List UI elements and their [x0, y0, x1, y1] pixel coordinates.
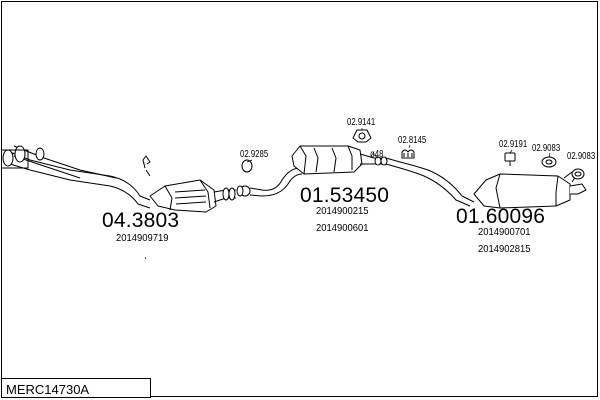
- front-down-pipe: [2, 145, 151, 209]
- intermediate-pipe: [385, 157, 475, 207]
- hanger-bracket: [142, 155, 151, 177]
- hanger-02-9191: [504, 152, 516, 166]
- part-number-front-pipe: 04.3803: [102, 209, 180, 232]
- centre-silencer: [291, 145, 388, 175]
- callout-02-9191: 02.9191: [499, 139, 528, 150]
- ring-02-9083-b: [571, 168, 585, 180]
- callout-02-9083-a: 02.9083: [532, 143, 561, 154]
- catalytic-converter: [149, 179, 236, 213]
- drawing-code-box: MERC14730A: [1, 378, 151, 398]
- part-number-centre-silencer: 01.53450: [300, 184, 390, 207]
- clamp-02-9285: [236, 159, 253, 197]
- callout-02-9083-b: 02.9083: [567, 151, 596, 162]
- part-ref-centre-silencer-2: 2014900601: [316, 222, 369, 234]
- rear-silencer: [473, 171, 587, 209]
- hanger-02-9141: [352, 129, 372, 143]
- clamp-02-8145: [401, 149, 415, 159]
- callout-02-9141: 02.9141: [347, 117, 376, 128]
- ring-02-9083-a: [541, 156, 557, 168]
- pipe-diameter-label: ø48: [370, 149, 384, 160]
- part-ref-rear-silencer-2: 2014902815: [478, 243, 531, 255]
- callout-02-8145: 02.8145: [398, 135, 427, 146]
- part-ref-front-pipe: 2014909719: [116, 232, 169, 244]
- drawing-code: MERC14730A: [6, 382, 90, 397]
- part-number-rear-silencer: 01.60096: [456, 205, 546, 228]
- part-ref-centre-silencer-1: 2014900215: [316, 205, 369, 217]
- part-ref-rear-silencer-1: 2014900701: [478, 226, 531, 238]
- callout-02-9285: 02.9285: [240, 149, 269, 160]
- middle-pipe: [249, 167, 303, 197]
